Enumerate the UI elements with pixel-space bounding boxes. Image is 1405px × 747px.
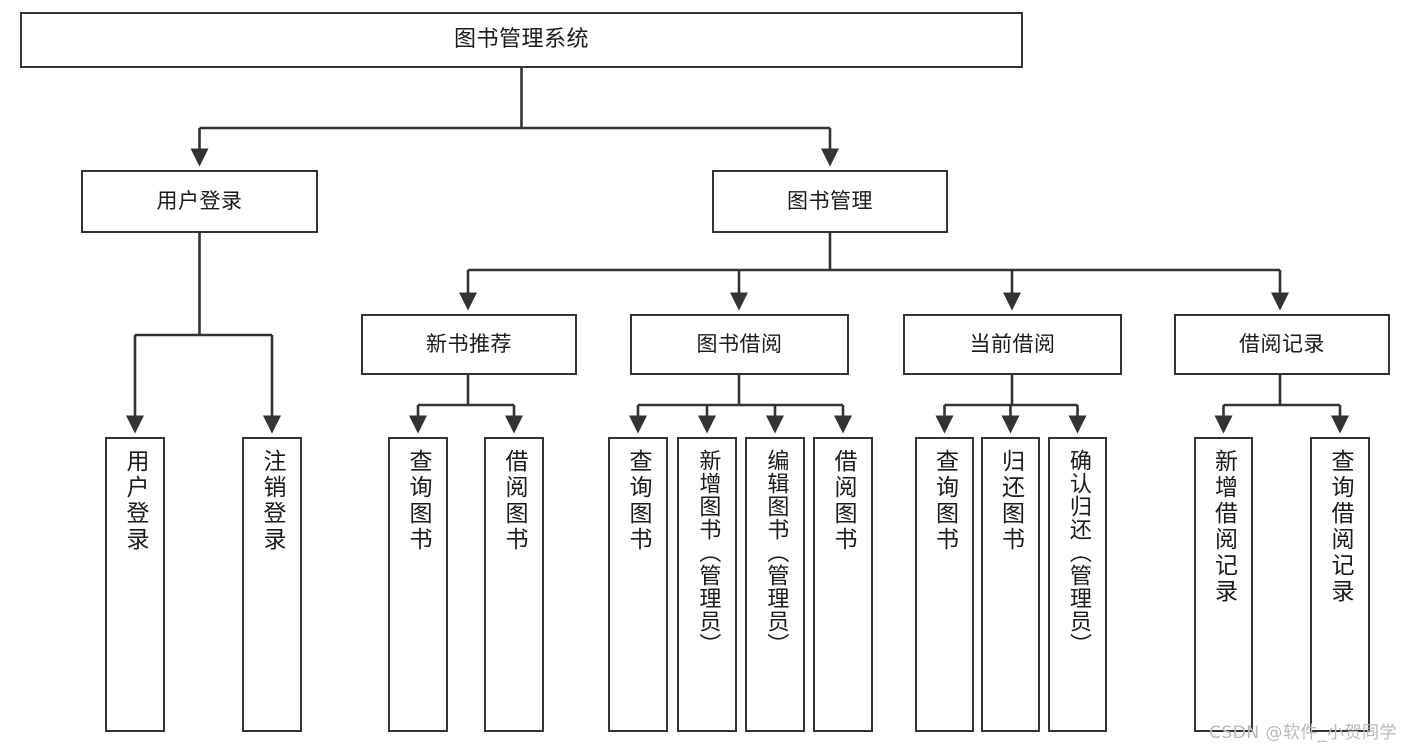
node-leaf-query-book-3-label: 查询图书 (931, 449, 958, 553)
node-leaf-add-book-label: 新增图书（管理员） (695, 449, 721, 656)
node-book-manage[interactable]: 图书管理 (712, 170, 948, 233)
node-leaf-logout[interactable]: 注销登录 (242, 437, 302, 732)
node-leaf-return-book-label: 归还图书 (997, 449, 1024, 553)
node-user-login[interactable]: 用户登录 (81, 170, 318, 233)
node-new-book-rec[interactable]: 新书推荐 (361, 314, 577, 375)
node-book-manage-label: 图书管理 (787, 189, 873, 214)
node-leaf-query-record[interactable]: 查询借阅记录 (1310, 437, 1370, 732)
node-root[interactable]: 图书管理系统 (20, 12, 1023, 68)
node-leaf-borrow-book-2[interactable]: 借阅图书 (813, 437, 873, 732)
node-borrow-record-label: 借阅记录 (1239, 332, 1325, 357)
node-leaf-confirm-return[interactable]: 确认归还（管理员） (1048, 437, 1107, 732)
node-user-login-label: 用户登录 (156, 189, 243, 214)
node-leaf-edit-book[interactable]: 编辑图书（管理员） (745, 437, 805, 732)
node-new-book-rec-label: 新书推荐 (426, 332, 512, 357)
node-book-borrow[interactable]: 图书借阅 (630, 314, 849, 375)
node-leaf-query-book-1[interactable]: 查询图书 (388, 437, 448, 732)
node-leaf-query-book-1-label: 查询图书 (405, 449, 432, 553)
node-leaf-add-record[interactable]: 新增借阅记录 (1194, 437, 1253, 732)
node-leaf-confirm-return-label: 确认归还（管理员） (1065, 449, 1091, 656)
node-leaf-edit-book-label: 编辑图书（管理员） (763, 449, 789, 656)
node-current-borrow[interactable]: 当前借阅 (903, 314, 1122, 375)
node-leaf-return-book[interactable]: 归还图书 (981, 437, 1040, 732)
node-book-borrow-label: 图书借阅 (696, 332, 783, 357)
node-leaf-borrow-book-2-label: 借阅图书 (830, 449, 857, 553)
node-leaf-user-login-label: 用户登录 (122, 449, 149, 553)
node-current-borrow-label: 当前借阅 (969, 332, 1056, 357)
node-leaf-logout-label: 注销登录 (259, 449, 286, 553)
node-leaf-query-book-2[interactable]: 查询图书 (608, 437, 668, 732)
node-leaf-query-book-3[interactable]: 查询图书 (915, 437, 974, 732)
node-leaf-add-record-label: 新增借阅记录 (1210, 449, 1237, 605)
csdn-watermark: CSDN @软件_小贺同学 (1209, 723, 1397, 743)
node-root-label: 图书管理系统 (453, 27, 589, 53)
node-leaf-user-login[interactable]: 用户登录 (105, 437, 165, 732)
node-leaf-query-book-2-label: 查询图书 (625, 449, 652, 553)
node-borrow-record[interactable]: 借阅记录 (1174, 314, 1390, 375)
node-leaf-add-book[interactable]: 新增图书（管理员） (677, 437, 737, 732)
node-leaf-borrow-book-1-label: 借阅图书 (501, 449, 528, 553)
node-leaf-query-record-label: 查询借阅记录 (1327, 449, 1354, 605)
node-leaf-borrow-book-1[interactable]: 借阅图书 (484, 437, 544, 732)
